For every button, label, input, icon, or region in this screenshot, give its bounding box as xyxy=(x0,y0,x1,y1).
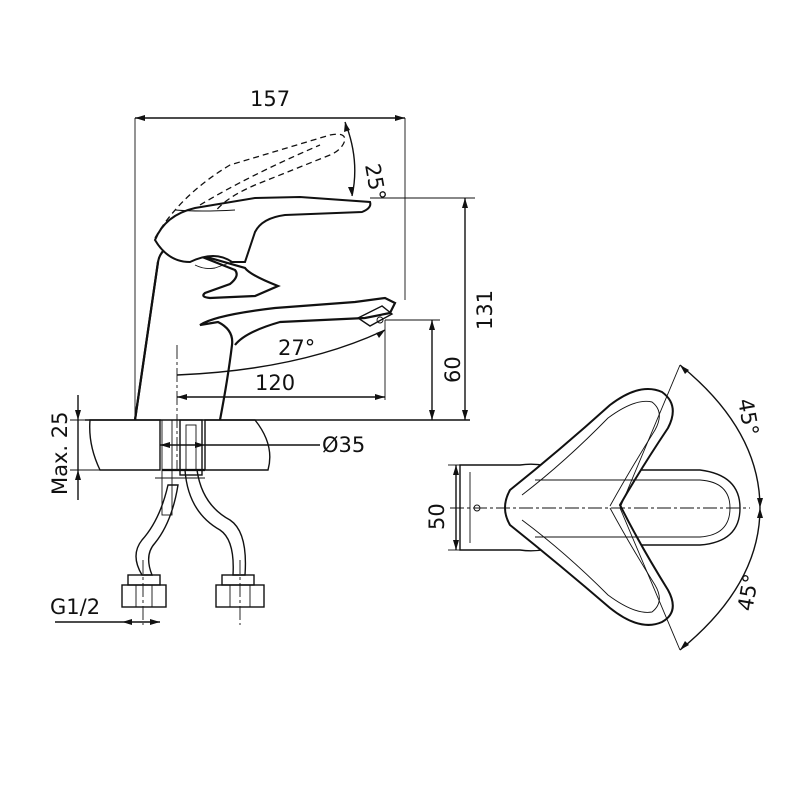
dim-body-width xyxy=(448,464,462,551)
label-body-width: 50 xyxy=(425,503,449,530)
dim-max-thickness xyxy=(70,395,100,500)
lever-top xyxy=(504,388,731,626)
flexible-hoses xyxy=(135,469,247,576)
label-rotation-upper: 45° xyxy=(733,397,763,438)
dim-connection xyxy=(55,619,160,625)
dim-spout-reach xyxy=(177,320,386,400)
lever-raised-dashed xyxy=(154,133,346,239)
label-hole-diameter: Ø35 xyxy=(322,433,365,457)
label-connection: G1/2 xyxy=(50,595,100,619)
label-spout-angle: 27° xyxy=(278,336,315,360)
countertop-section xyxy=(85,419,470,471)
hose-nut-left xyxy=(121,574,167,608)
label-spout-height: 60 xyxy=(441,356,465,383)
faucet-body xyxy=(133,195,397,421)
dim-spout-angle xyxy=(176,329,386,376)
dim-rotation-arcs xyxy=(619,364,763,651)
label-max-thickness: Max. 25 xyxy=(48,412,72,496)
side-view: 157 25° 131 27° 120 xyxy=(48,87,497,625)
dim-spout-height xyxy=(385,319,440,420)
dim-hole-diameter xyxy=(160,442,320,448)
label-overall-length: 157 xyxy=(250,87,290,111)
label-spout-reach: 120 xyxy=(255,371,295,395)
top-view: 50 45° 45° xyxy=(425,364,763,651)
label-overall-height: 131 xyxy=(473,290,497,330)
mounting-stud xyxy=(155,419,205,516)
label-rotation-lower: 45° xyxy=(733,572,763,613)
dim-overall-height xyxy=(370,197,475,420)
dim-overall-length xyxy=(134,115,406,420)
dim-lever-angle xyxy=(344,121,356,197)
label-lever-angle: 25° xyxy=(360,162,390,203)
